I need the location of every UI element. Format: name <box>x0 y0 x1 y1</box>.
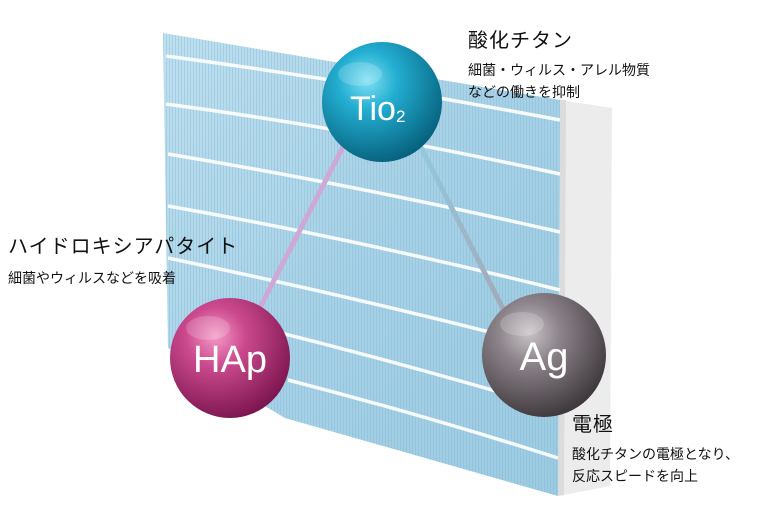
node-hap: HAp <box>170 298 290 418</box>
symbol-hap: HAp <box>193 339 267 381</box>
symbol-tio2-sub: 2 <box>396 107 405 126</box>
label-tio2: 酸化チタン 細菌・ウィルス・アレル物質 などの働きを抑制 <box>468 28 650 104</box>
desc-tio2-line2: などの働きを抑制 <box>468 85 580 101</box>
label-ag: 電極 酸化チタンの電極となり、 反応スピードを向上 <box>572 412 739 488</box>
title-hap: ハイドロキシアパタイト <box>8 234 239 258</box>
desc-tio2-line1: 細菌・ウィルス・アレル物質 <box>468 63 650 79</box>
sphere-hap <box>170 298 290 418</box>
symbol-tio2: Tio2 <box>350 90 405 128</box>
label-hap: ハイドロキシアパタイト 細菌やウィルスなどを吸着 <box>8 234 238 290</box>
title-ag: 電極 <box>572 412 614 436</box>
node-ag: Ag <box>482 293 606 417</box>
sphere-ag-highlight <box>500 312 544 336</box>
symbol-tio2-main: Tio <box>350 90 396 128</box>
title-tio2: 酸化チタン <box>468 28 573 52</box>
sphere-tio2-highlight <box>338 62 382 86</box>
node-tio2: Tio2 <box>322 42 442 162</box>
sphere-tio2 <box>322 42 442 162</box>
sphere-ag <box>482 293 606 417</box>
sphere-hap-highlight <box>186 316 230 340</box>
desc-ag-line2: 反応スピードを向上 <box>572 469 698 485</box>
symbol-ag: Ag <box>520 335 569 379</box>
desc-ag-line1: 酸化チタンの電極となり、 <box>572 447 740 463</box>
desc-hap-line1: 細菌やウィルスなどを吸着 <box>8 271 176 287</box>
